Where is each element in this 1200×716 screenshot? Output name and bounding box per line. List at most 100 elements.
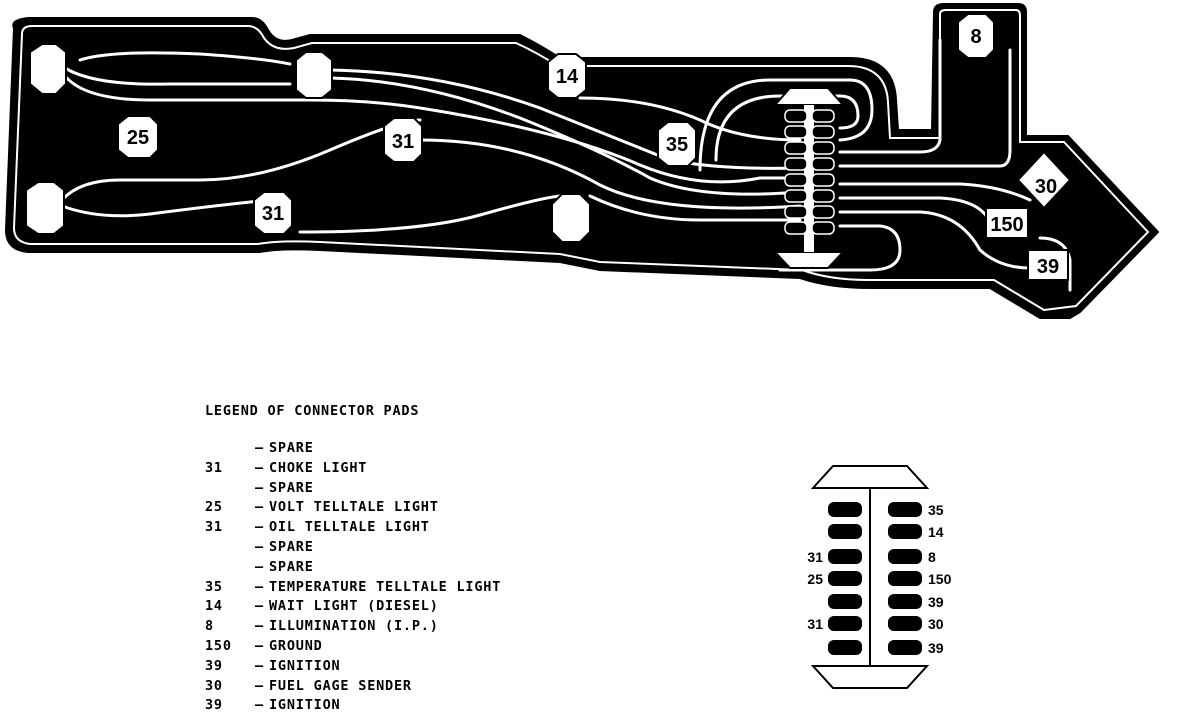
pad-label: 25 bbox=[127, 127, 149, 149]
pad-14: 14 bbox=[547, 53, 587, 99]
legend-pad-number: 31 bbox=[205, 519, 223, 536]
connector-top-tab bbox=[810, 465, 930, 489]
legend-dash: – bbox=[255, 519, 264, 536]
legend-row: 39 –IGNITION bbox=[205, 696, 419, 716]
pad-8: 8 bbox=[957, 13, 995, 59]
connector-pin-label: 14 bbox=[928, 524, 944, 540]
legend-pad-number: 8 bbox=[205, 618, 214, 635]
legend-dash: – bbox=[255, 499, 264, 516]
legend-description: FUEL GAGE SENDER bbox=[269, 677, 412, 694]
legend-description: GROUND bbox=[269, 637, 323, 654]
connector-pin-right bbox=[888, 616, 922, 631]
pad-35: 35 bbox=[657, 121, 697, 167]
connector-pin-label: 31 bbox=[807, 549, 823, 565]
pad-31-lower: 31 bbox=[253, 191, 293, 235]
legend-description: VOLT TELLTALE LIGHT bbox=[269, 499, 439, 516]
legend-row: 25 –VOLT TELLTALE LIGHT bbox=[205, 498, 438, 518]
legend-description: CHOKE LIGHT bbox=[269, 459, 368, 476]
legend-dash: – bbox=[255, 479, 264, 496]
pad-150: 150 bbox=[985, 207, 1029, 239]
connector-pin-left bbox=[828, 524, 862, 539]
socket-pad bbox=[25, 43, 591, 243]
legend-dash: – bbox=[255, 459, 264, 476]
connector-bottom-tab bbox=[810, 665, 930, 689]
legend-pad-number: 31 bbox=[205, 459, 223, 476]
legend-dash: – bbox=[255, 697, 264, 714]
legend-description: SPARE bbox=[269, 440, 314, 456]
legend-description: IGNITION bbox=[269, 657, 341, 674]
connector-pin-right bbox=[888, 594, 922, 609]
legend-description: SPARE bbox=[269, 538, 314, 555]
legend-dash: – bbox=[255, 637, 264, 654]
connector-pin-label: 8 bbox=[928, 549, 936, 565]
legend-pad-number: 25 bbox=[205, 499, 223, 516]
connector-pin-left bbox=[828, 549, 862, 564]
legend-row: 31 –CHOKE LIGHT bbox=[205, 459, 419, 479]
legend-pad-number: 30 bbox=[205, 677, 223, 694]
legend-row: –SPARE bbox=[205, 558, 419, 578]
connector-pin-left bbox=[828, 502, 862, 517]
legend-dash: – bbox=[255, 657, 264, 674]
legend-pad-number: 150 bbox=[205, 637, 232, 654]
connector-pin-label: 31 bbox=[807, 616, 823, 632]
pad-31-upper: 31 bbox=[383, 117, 423, 163]
pad-label: 31 bbox=[392, 131, 414, 153]
legend-description: IGNITION bbox=[269, 697, 341, 714]
legend-row: 14–WAIT LIGHT (DIESEL) bbox=[205, 597, 438, 617]
pad-label: 35 bbox=[666, 134, 688, 156]
connector-pin-label: 39 bbox=[928, 594, 944, 610]
legend-description: WAIT LIGHT (DIESEL) bbox=[269, 598, 439, 615]
board-outline bbox=[4, 3, 1160, 319]
legend-row: –SPARE bbox=[205, 479, 419, 499]
legend-description: ILLUMINATION (I.P.) bbox=[269, 618, 439, 635]
pad-30: 30 bbox=[1016, 150, 1072, 210]
connector-pin-right bbox=[888, 640, 922, 655]
legend-dash: – bbox=[255, 538, 264, 555]
board-inner-outline bbox=[12, 9, 1150, 312]
legend-row: 35 –TEMPERATURE TELLTALE LIGHT bbox=[205, 578, 500, 598]
legend-row: 39 –IGNITION bbox=[205, 657, 419, 677]
legend-row: –SPARE bbox=[205, 439, 419, 459]
pad-25: 25 bbox=[117, 115, 159, 159]
connector-pin-right bbox=[888, 571, 922, 586]
legend-description: SPARE bbox=[269, 479, 314, 496]
connector-pin-left bbox=[828, 571, 862, 586]
legend-row: 30 –FUEL GAGE SENDER bbox=[205, 677, 419, 697]
legend-pad-number: 35 bbox=[205, 578, 223, 595]
legend-dash: – bbox=[255, 440, 264, 456]
connector-pin-right bbox=[888, 549, 922, 564]
board-connector bbox=[772, 87, 846, 269]
connector-pin-label: 30 bbox=[928, 616, 944, 632]
connector-detail: 31 25 31 35 14 8 150 39 30 39 bbox=[807, 465, 952, 689]
legend-row: 8 –ILLUMINATION (I.P.) bbox=[205, 617, 438, 637]
legend-dash: – bbox=[255, 578, 264, 595]
connector-pins: 31 25 31 35 14 8 150 39 30 39 bbox=[807, 502, 952, 656]
connector-pin-left bbox=[828, 616, 862, 631]
legend-row: 150 –GROUND bbox=[205, 637, 419, 657]
pad-label: 31 bbox=[262, 203, 284, 225]
pad-label: 8 bbox=[970, 26, 981, 48]
legend-dash: – bbox=[255, 558, 264, 575]
pad-label: 14 bbox=[556, 66, 579, 88]
legend-row: –SPARE bbox=[205, 538, 419, 558]
legend-row: 31–OIL TELLTALE LIGHT bbox=[205, 518, 429, 538]
legend-dash: – bbox=[255, 618, 264, 635]
trace-group bbox=[60, 38, 1072, 292]
connector-pin-left bbox=[828, 640, 862, 655]
legend-title: LEGEND OF CONNECTOR PADS bbox=[205, 403, 420, 419]
legend-description: TEMPERATURE TELLTALE LIGHT bbox=[269, 578, 502, 595]
pad-label: 150 bbox=[990, 214, 1023, 236]
connector-pin-label: 25 bbox=[807, 571, 823, 587]
connector-pin-label: 150 bbox=[928, 571, 952, 587]
connector-pin-label: 35 bbox=[928, 502, 944, 518]
connector-pin-right bbox=[888, 502, 922, 517]
legend-dash: – bbox=[255, 677, 264, 694]
legend-pad-number: 39 bbox=[205, 697, 223, 714]
legend-pad-number: 39 bbox=[205, 657, 223, 674]
connector-pin-label: 39 bbox=[928, 640, 944, 656]
pad-39: 39 bbox=[1027, 249, 1069, 281]
pad-label: 39 bbox=[1037, 256, 1059, 278]
legend-description: SPARE bbox=[269, 558, 314, 575]
circuit-board: 8 14 25 31 31 35 30 150 39 bbox=[4, 3, 1160, 319]
